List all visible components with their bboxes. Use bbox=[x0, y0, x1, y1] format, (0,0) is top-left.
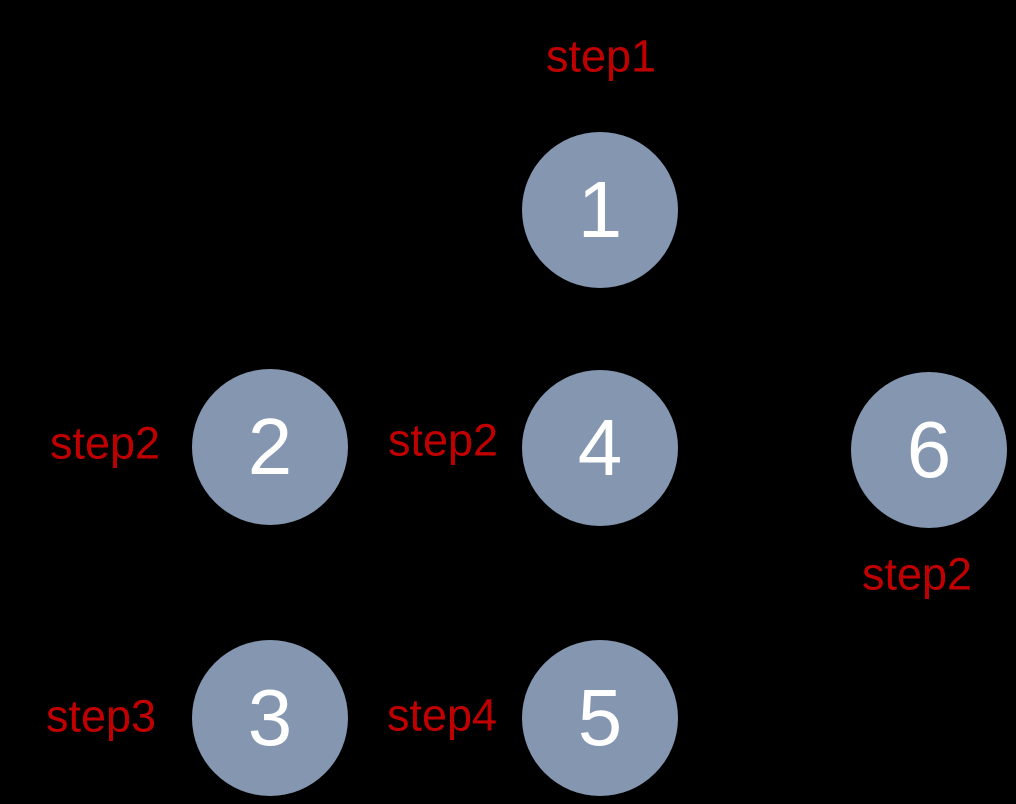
node-6-value: 6 bbox=[906, 405, 952, 494]
node-4-value: 4 bbox=[577, 403, 623, 492]
step-label-step2-node2: step2 bbox=[49, 417, 161, 469]
step-label-step4: step4 bbox=[386, 689, 498, 741]
step-label-step3: step3 bbox=[45, 690, 157, 742]
node-3-value: 3 bbox=[247, 673, 293, 762]
step-label-step1: step1 bbox=[545, 30, 657, 82]
node-3: 3 bbox=[192, 640, 348, 796]
node-5: 5 bbox=[522, 640, 678, 796]
node-2-value: 2 bbox=[247, 402, 293, 491]
step-label-step2-node4: step2 bbox=[387, 414, 499, 466]
node-1-value: 1 bbox=[577, 165, 623, 254]
node-5-value: 5 bbox=[577, 673, 623, 762]
node-1: 1 bbox=[522, 132, 678, 288]
node-6: 6 bbox=[851, 372, 1007, 528]
node-4: 4 bbox=[522, 370, 678, 526]
node-2: 2 bbox=[192, 369, 348, 525]
step-label-step2-node6: step2 bbox=[861, 548, 973, 600]
